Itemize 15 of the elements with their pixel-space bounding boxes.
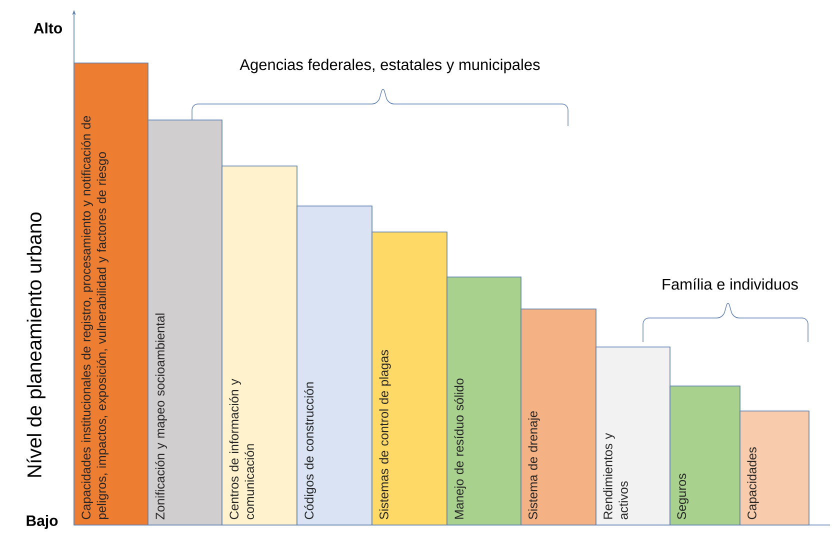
bar: Rendimientos y activos bbox=[596, 346, 670, 526]
bar: Capacidades institucionales de registro, procesamiento y notificación de peligros, impactos, exposición, vulnerabilidad y factores de riesgo bbox=[74, 62, 148, 526]
bar: Códigos de construcción bbox=[296, 206, 372, 526]
bracket-label: Família e individuos bbox=[662, 278, 798, 290]
bar: Zonificación y mapeo socioambiental bbox=[148, 120, 222, 526]
bracket-label: Agencias federales, estatales y municipales bbox=[240, 58, 540, 74]
axis-end-label: Alto bbox=[34, 22, 62, 34]
bar: Centros de información y comunicación bbox=[222, 166, 298, 526]
axis-end-label: Bajo bbox=[26, 515, 58, 529]
bar: Sistemas de control de plagas bbox=[372, 232, 448, 526]
bar: Sistema de drenaje bbox=[520, 308, 596, 526]
bar: Seguros bbox=[670, 386, 740, 526]
bar: Capacidades bbox=[740, 410, 810, 526]
axis-title: Nível de planeamiento urbano bbox=[26, 212, 46, 477]
bar: Manejo de resíduo sólido bbox=[446, 276, 522, 526]
